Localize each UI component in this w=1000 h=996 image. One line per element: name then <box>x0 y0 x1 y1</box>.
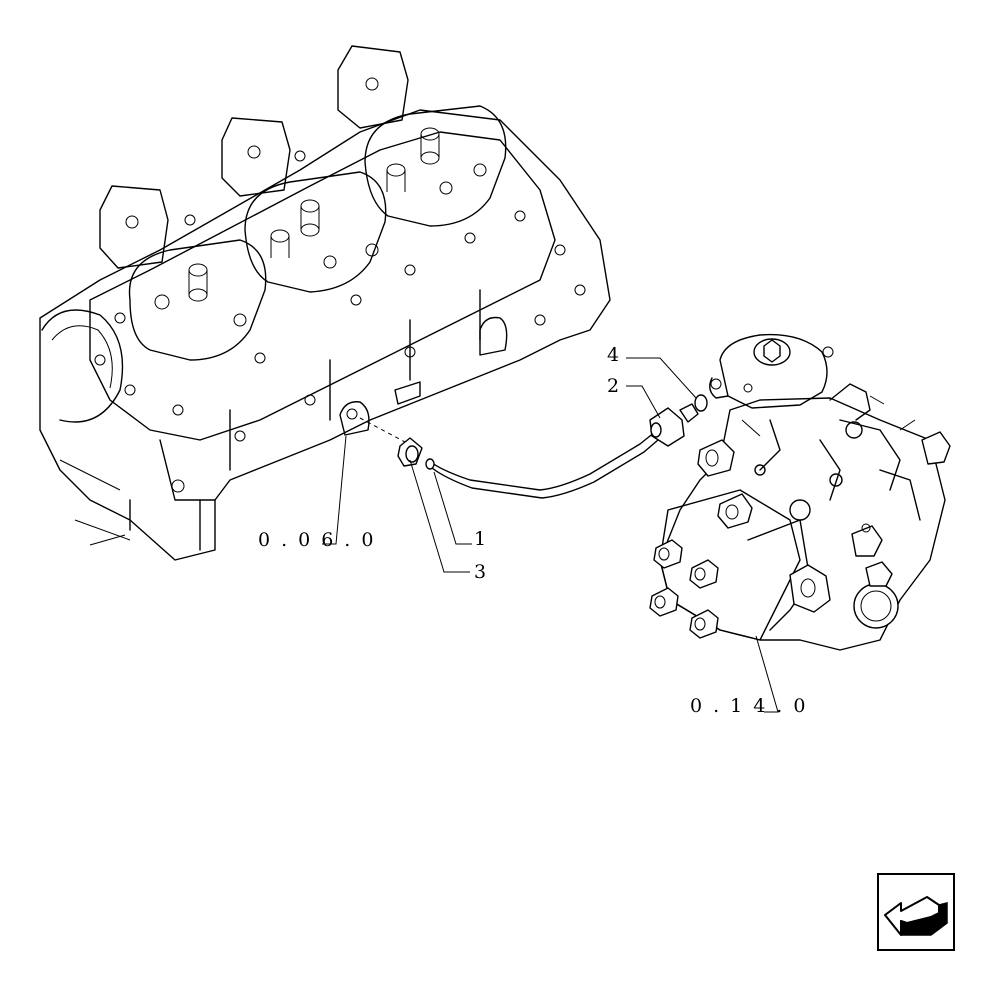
cylinder-head-drawing <box>39 45 611 561</box>
callout-3: 3 <box>474 561 486 583</box>
callout-leader-lines <box>322 357 779 713</box>
reference-cylinder-head: 0.06.0 <box>258 529 384 551</box>
injection-pump-drawing <box>649 333 951 651</box>
callout-2: 2 <box>607 375 619 397</box>
callout-1: 1 <box>474 528 486 550</box>
leak-off-pipe-assembly <box>397 394 708 499</box>
callout-4: 4 <box>607 344 619 366</box>
reference-injection-pump: 0.14.0 <box>690 695 816 717</box>
previous-page-arrow-icon[interactable] <box>877 873 955 951</box>
